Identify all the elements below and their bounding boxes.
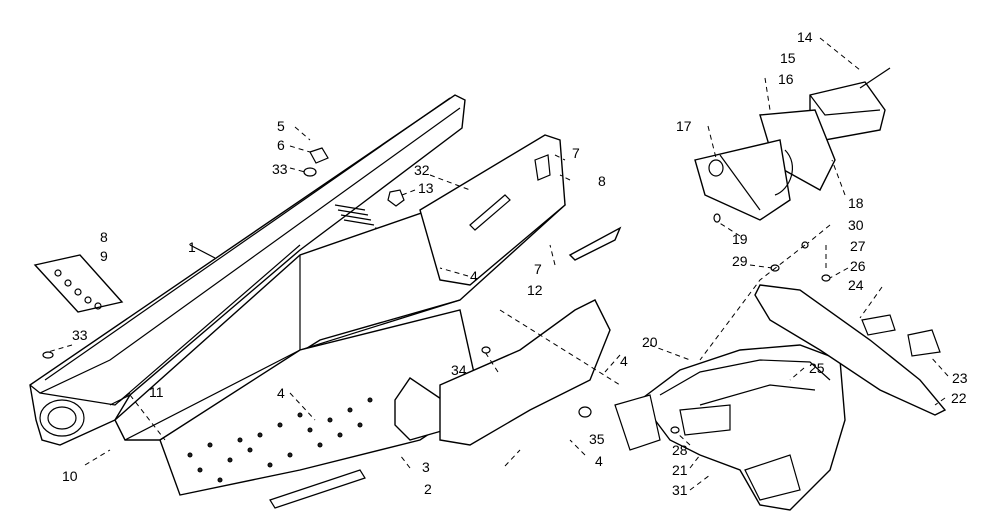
part-labels: 1 2 3 4 5 6 7 8 9 10 11 12 13 14 15 16 1… — [62, 29, 968, 498]
label-26: 26 — [850, 258, 866, 274]
decal-23 — [907, 329, 941, 357]
label-9: 9 — [100, 248, 108, 264]
label-27: 27 — [850, 238, 866, 254]
label-8: 8 — [598, 173, 606, 189]
label-21: 21 — [672, 462, 688, 478]
label-6: 6 — [277, 137, 285, 153]
label-7: 7 — [572, 145, 580, 161]
tunnel-part — [29, 94, 466, 446]
label-2: 2 — [424, 481, 432, 497]
label-22: 22 — [951, 390, 967, 406]
label-15: 15 — [780, 50, 796, 66]
label-14: 14 — [797, 29, 813, 45]
label-4-duplicate: 4 — [620, 353, 628, 369]
decal-24 — [861, 314, 896, 336]
plate — [568, 226, 622, 261]
vent-plate — [33, 254, 124, 313]
label-4: 4 — [277, 385, 285, 401]
label-23: 23 — [952, 370, 968, 386]
label-31: 31 — [672, 482, 688, 498]
rear-bumper — [614, 344, 846, 511]
label-24: 24 — [848, 277, 864, 293]
label-12: 12 — [527, 282, 543, 298]
taillight-assembly — [694, 67, 891, 223]
side-panel — [419, 134, 566, 286]
label-1: 1 — [188, 239, 196, 255]
label-4-duplicate: 4 — [470, 268, 478, 284]
label-7-duplicate: 7 — [534, 261, 542, 277]
label-4-duplicate: 4 — [595, 453, 603, 469]
label-29: 29 — [732, 253, 748, 269]
label-17: 17 — [676, 118, 692, 134]
label-11: 11 — [149, 384, 164, 400]
label-20: 20 — [642, 334, 658, 350]
rivet-holes — [187, 397, 373, 483]
label-13: 13 — [418, 180, 434, 196]
label-33: 33 — [272, 161, 288, 177]
label-5: 5 — [277, 118, 285, 134]
label-34: 34 — [451, 362, 467, 378]
label-25: 25 — [809, 360, 825, 376]
label-33-duplicate: 33 — [72, 327, 88, 343]
snowflap — [754, 284, 947, 416]
flap — [439, 299, 611, 446]
label-32: 32 — [414, 162, 430, 178]
label-19: 19 — [732, 231, 748, 247]
label-30: 30 — [848, 217, 864, 233]
leader-lines — [47, 37, 949, 491]
label-28: 28 — [672, 442, 688, 458]
label-10: 10 — [62, 468, 78, 484]
label-3: 3 — [422, 459, 430, 475]
label-16: 16 — [778, 71, 794, 87]
label-18: 18 — [848, 195, 864, 211]
label-8-duplicate: 8 — [100, 229, 108, 245]
label-35: 35 — [589, 431, 605, 447]
